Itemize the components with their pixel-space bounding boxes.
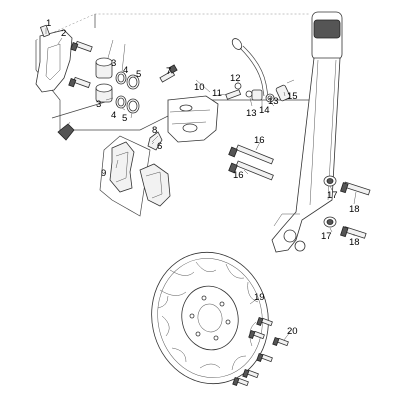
piston-seals bbox=[115, 71, 140, 114]
callout-11: 11 bbox=[212, 88, 222, 99]
callout-13-right: 13 bbox=[268, 96, 279, 107]
caliper-body bbox=[167, 95, 219, 143]
callout-17-top: 17 bbox=[327, 190, 338, 201]
fork-leg bbox=[271, 11, 343, 253]
callout-3-bottom: 3 bbox=[96, 99, 101, 110]
callout-6: 6 bbox=[157, 141, 162, 152]
pistons bbox=[95, 57, 113, 103]
leader-lines bbox=[45, 28, 357, 341]
callout-16-bottom: 16 bbox=[233, 170, 244, 181]
callout-2: 2 bbox=[61, 28, 66, 39]
callout-5-bottom: 5 bbox=[122, 113, 127, 124]
callout-8: 8 bbox=[152, 125, 157, 136]
callout-19: 19 bbox=[254, 292, 265, 303]
callout-15: 15 bbox=[287, 91, 298, 102]
fork-bolts bbox=[323, 175, 371, 239]
callout-9: 9 bbox=[101, 168, 106, 179]
bracket-bolts bbox=[68, 40, 93, 89]
bleed-screw bbox=[159, 64, 178, 83]
callout-13-left: 13 bbox=[246, 108, 257, 119]
callout-1: 1 bbox=[46, 18, 51, 29]
caliper-bracket bbox=[35, 24, 73, 93]
callout-12: 12 bbox=[230, 73, 241, 84]
brake-pads bbox=[99, 135, 171, 217]
callout-16-top: 16 bbox=[254, 135, 265, 146]
callout-3-top: 3 bbox=[111, 58, 116, 69]
callout-4-top: 4 bbox=[123, 65, 128, 76]
cap-plug bbox=[57, 123, 75, 141]
banjo-fittings bbox=[225, 79, 295, 103]
brake-disc bbox=[151, 251, 269, 385]
callout-18-top: 18 bbox=[349, 204, 360, 215]
callout-10: 10 bbox=[194, 82, 205, 93]
callout-4-bottom: 4 bbox=[111, 110, 116, 121]
callout-18-bottom: 18 bbox=[349, 237, 360, 248]
caliper-mount-bolts bbox=[228, 144, 274, 181]
callout-7: 7 bbox=[166, 66, 171, 77]
disc-screws bbox=[232, 316, 289, 387]
pad-spring bbox=[147, 131, 163, 151]
brake-hose bbox=[231, 38, 269, 97]
callout-5-top: 5 bbox=[136, 69, 141, 80]
callout-20: 20 bbox=[287, 326, 298, 337]
callout-17-bottom: 17 bbox=[321, 231, 332, 242]
callout-14: 14 bbox=[259, 105, 270, 116]
callout-labels: 1 2 3 3 4 4 5 5 6 7 8 9 10 11 12 13 13 1… bbox=[46, 18, 360, 337]
